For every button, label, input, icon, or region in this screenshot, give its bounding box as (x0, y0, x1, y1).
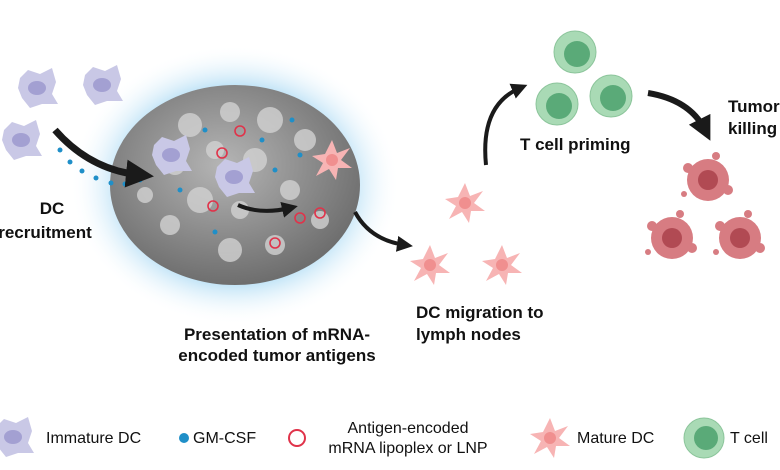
migration-label-line2: lymph nodes (416, 325, 521, 344)
legend-lipoplex-line1: Antigen-encoded (348, 420, 469, 437)
dc-recruitment-label-line2: recruitment (0, 223, 92, 242)
tumor-killing-label-line1: Tumor (728, 97, 780, 116)
dc-recruitment-label-line1: DC (40, 199, 65, 218)
legend-lipoplex-line2: mRNA lipoplex or LNP (328, 440, 487, 457)
legend-lipoplex-icon (288, 429, 306, 447)
legend-immature-dc-icon (0, 417, 34, 457)
legend: Immature DC GM-CSF Antigen-encoded mRNA … (0, 417, 768, 459)
killing-arrow (647, 90, 711, 141)
legend-gm-csf-icon (179, 433, 189, 443)
migration-label-line1: DC migration to (416, 303, 544, 322)
priming-arrow (483, 83, 528, 166)
process-arrows (52, 83, 711, 252)
t-cells (535, 30, 633, 126)
legend-t-cell: T cell (730, 430, 768, 447)
legend-mature-dc-icon (530, 418, 570, 458)
tumor-killing-label-line2: killing (728, 119, 777, 138)
immature-dcs (2, 65, 255, 197)
dying-tumor-cells (645, 152, 765, 259)
legend-mature-dc: Mature DC (577, 430, 654, 447)
presentation-label-line2: encoded tumor antigens (178, 346, 375, 365)
t-cell-priming-label: T cell priming (520, 135, 631, 154)
migration-arrow (353, 211, 413, 252)
mrna-lipoplexes (207, 125, 326, 249)
presentation-label-line1: Presentation of mRNA- (184, 325, 370, 344)
legend-gm-csf: GM-CSF (193, 430, 256, 447)
mature-dcs (312, 140, 522, 285)
maturation-arrow (237, 202, 298, 218)
recruitment-arrow (52, 127, 154, 188)
legend-immature-dc: Immature DC (46, 430, 141, 447)
